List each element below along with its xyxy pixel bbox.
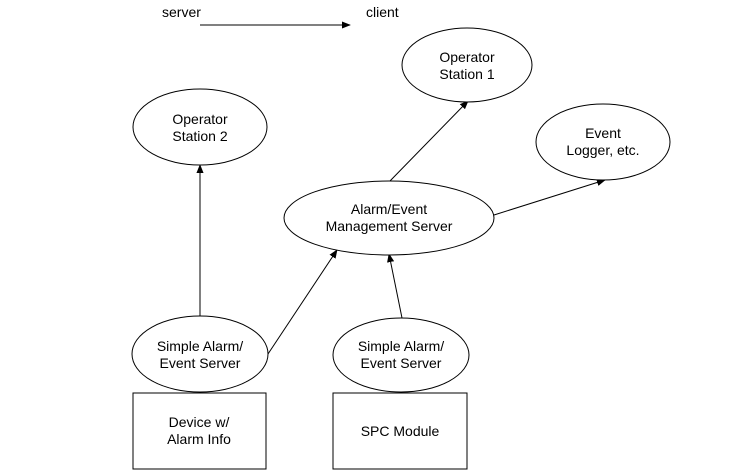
edge-management-server-to-event-logger xyxy=(493,179,606,216)
direction-legend: server client xyxy=(162,4,399,29)
node-shape xyxy=(132,392,267,470)
node-simple-alarm-event-server-left: Simple Alarm/ Event Server xyxy=(131,315,269,393)
node-label-line: SPC Module xyxy=(361,423,440,439)
legend-client-label: client xyxy=(366,4,399,20)
edge-simple-server-right-to-management-server xyxy=(387,253,403,319)
node-label-line: Station 2 xyxy=(172,128,227,144)
node-label-line: Operator xyxy=(439,49,495,65)
node-shape xyxy=(132,88,268,166)
node-shape xyxy=(535,103,671,181)
node-event-logger: Event Logger, etc. xyxy=(535,103,671,181)
node-label-line: Simple Alarm/ xyxy=(157,338,243,354)
node-shape xyxy=(332,392,468,470)
node-shape xyxy=(283,180,495,256)
node-shape xyxy=(401,27,533,103)
node-label-line: Alarm/Event xyxy=(351,201,427,217)
node-label-line: Alarm Info xyxy=(167,431,231,447)
edge-management-server-to-operator-station-1 xyxy=(388,100,469,183)
node-device-with-alarm-info: Device w/ Alarm Info xyxy=(132,392,267,470)
node-shape xyxy=(332,317,470,393)
node-label-line: Operator xyxy=(172,111,228,127)
node-label-line: Simple Alarm/ xyxy=(358,338,444,354)
edge-simple-server-left-to-management-server xyxy=(265,249,338,358)
node-label-line: Device w/ xyxy=(169,414,230,430)
node-label-line: Event Server xyxy=(160,355,241,371)
node-operator-station-1: Operator Station 1 xyxy=(401,27,533,103)
node-operator-station-2: Operator Station 2 xyxy=(132,88,268,166)
node-label-line: Event xyxy=(585,125,621,141)
node-label-line: Station 1 xyxy=(439,66,494,82)
node-alarm-event-management-server: Alarm/Event Management Server xyxy=(283,180,495,256)
node-simple-alarm-event-server-right: Simple Alarm/ Event Server xyxy=(332,317,470,393)
node-label-line: Event Server xyxy=(361,355,442,371)
node-label-line: Logger, etc. xyxy=(566,142,639,158)
legend-server-label: server xyxy=(162,4,201,20)
node-spc-module: SPC Module xyxy=(332,392,468,470)
node-label-line: Management Server xyxy=(326,218,453,234)
diagram-edges xyxy=(196,100,606,358)
node-shape xyxy=(131,315,269,393)
